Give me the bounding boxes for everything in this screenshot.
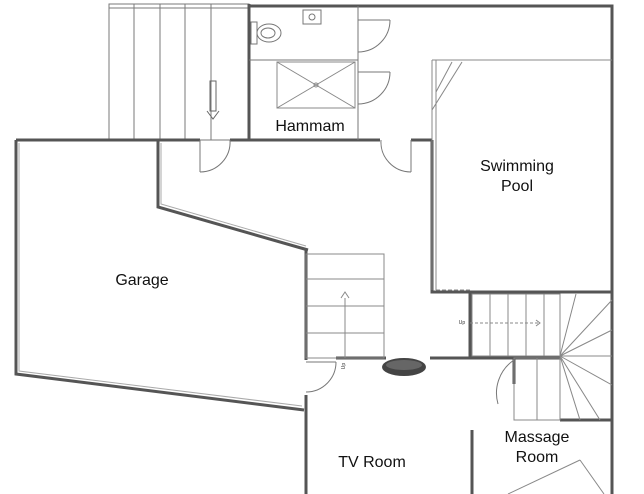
stair-label-right: Up	[459, 320, 466, 326]
room-label-tv-room: TV Room	[338, 454, 406, 471]
top-stairs	[108, 3, 250, 141]
swimming-pool	[431, 59, 612, 291]
right-stair	[470, 293, 613, 421]
room-label-swimming-pool-line2: Pool	[501, 178, 533, 195]
massage-room-detail	[507, 459, 605, 494]
down-arrow-icon	[206, 80, 220, 120]
room-label-hammam: Hammam	[275, 118, 344, 135]
room-label-swimming-pool-line1: Swimming	[480, 158, 554, 175]
room-label-massage-line1: Massage	[505, 429, 570, 446]
hammam-shower	[276, 61, 356, 109]
doors	[199, 19, 515, 405]
room-label-garage: Garage	[115, 272, 168, 289]
plant-icon	[382, 358, 426, 376]
wall-inner-lines	[18, 143, 385, 407]
room-label-massage-line2: Room	[516, 449, 559, 466]
central-stair	[305, 253, 385, 359]
stair-label-main: Up	[341, 363, 347, 370]
wc-room	[249, 6, 359, 140]
